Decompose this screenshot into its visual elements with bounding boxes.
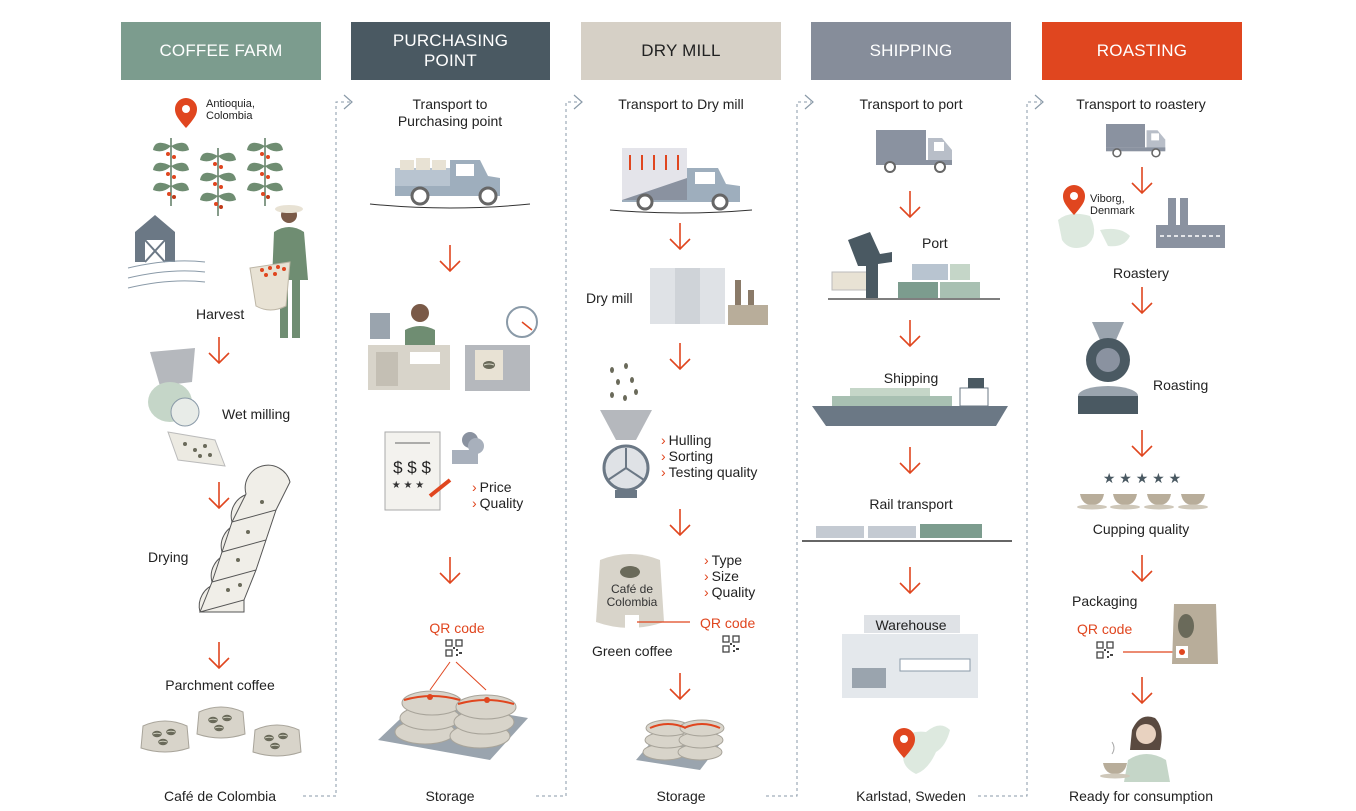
warehouse-label: Warehouse bbox=[875, 617, 947, 633]
transport-port-label: Transport to port bbox=[859, 96, 963, 112]
type-bullet: ›Type bbox=[704, 552, 743, 568]
transport-roastery-label: Transport to roastery bbox=[1076, 96, 1206, 112]
purchasing-qr-label: QR code bbox=[429, 620, 485, 636]
hulling-bullet: ›Hulling bbox=[661, 432, 712, 448]
bag-label: Café de Colombia bbox=[606, 582, 658, 609]
drymill-qr-label: QR code bbox=[700, 615, 756, 631]
roasting-qr-label: QR code bbox=[1077, 621, 1133, 637]
purchasing-quality-bullet: ›Quality bbox=[472, 495, 524, 511]
rail-transport-label: Rail transport bbox=[869, 496, 953, 512]
document-dollar-signs: $ $ $ bbox=[393, 458, 431, 477]
header-dry-mill: DRY MILL bbox=[581, 22, 781, 80]
header-shipping: SHIPPING bbox=[811, 22, 1011, 80]
wet-milling-label: Wet milling bbox=[222, 406, 291, 422]
cafe-de-colombia-label: Café de Colombia bbox=[163, 788, 277, 804]
size-bullet: ›Size bbox=[704, 568, 739, 584]
harvest-label: Harvest bbox=[196, 306, 245, 322]
header-coffee-farm: COFFEE FARM bbox=[121, 22, 321, 80]
transport-dry-mill-label: Transport to Dry mill bbox=[618, 96, 744, 112]
port-label: Port bbox=[922, 235, 948, 251]
document-stars: ★ ★ ★ bbox=[391, 480, 425, 491]
parchment-coffee-label: Parchment coffee bbox=[165, 677, 275, 693]
header-purchasing-point: PURCHASING POINT bbox=[351, 22, 550, 80]
drying-label: Drying bbox=[148, 549, 189, 565]
viborg-label: Viborg, Denmark bbox=[1090, 193, 1135, 217]
cupping-stars: ★ ★ ★ ★ ★ bbox=[1102, 470, 1182, 486]
roastery-label: Roastery bbox=[1112, 265, 1170, 281]
cupping-quality-label: Cupping quality bbox=[1092, 521, 1190, 537]
ready-for-consumption-label: Ready for consumption bbox=[1069, 788, 1213, 804]
transport-purchasing-label: Transport to Purchasing point bbox=[397, 96, 503, 129]
farm-location-label: Antioquia, Colombia bbox=[206, 98, 255, 122]
shipping-label: Shipping bbox=[883, 370, 939, 386]
sorting-bullet: ›Sorting bbox=[661, 448, 714, 464]
karlstad-label: Karlstad, Sweden bbox=[856, 788, 966, 804]
purchasing-price-bullet: ›Price bbox=[472, 479, 512, 495]
packaging-label: Packaging bbox=[1072, 593, 1138, 609]
green-coffee-label: Green coffee bbox=[592, 643, 673, 659]
purchasing-storage-label: Storage bbox=[425, 788, 475, 804]
quality-bullet: ›Quality bbox=[704, 584, 756, 600]
header-roasting: ROASTING bbox=[1042, 22, 1242, 80]
testing-quality-bullet: ›Testing quality bbox=[661, 464, 758, 480]
dry-mill-label: Dry mill bbox=[586, 290, 633, 306]
drymill-storage-label: Storage bbox=[656, 788, 706, 804]
roasting-label: Roasting bbox=[1153, 377, 1209, 393]
